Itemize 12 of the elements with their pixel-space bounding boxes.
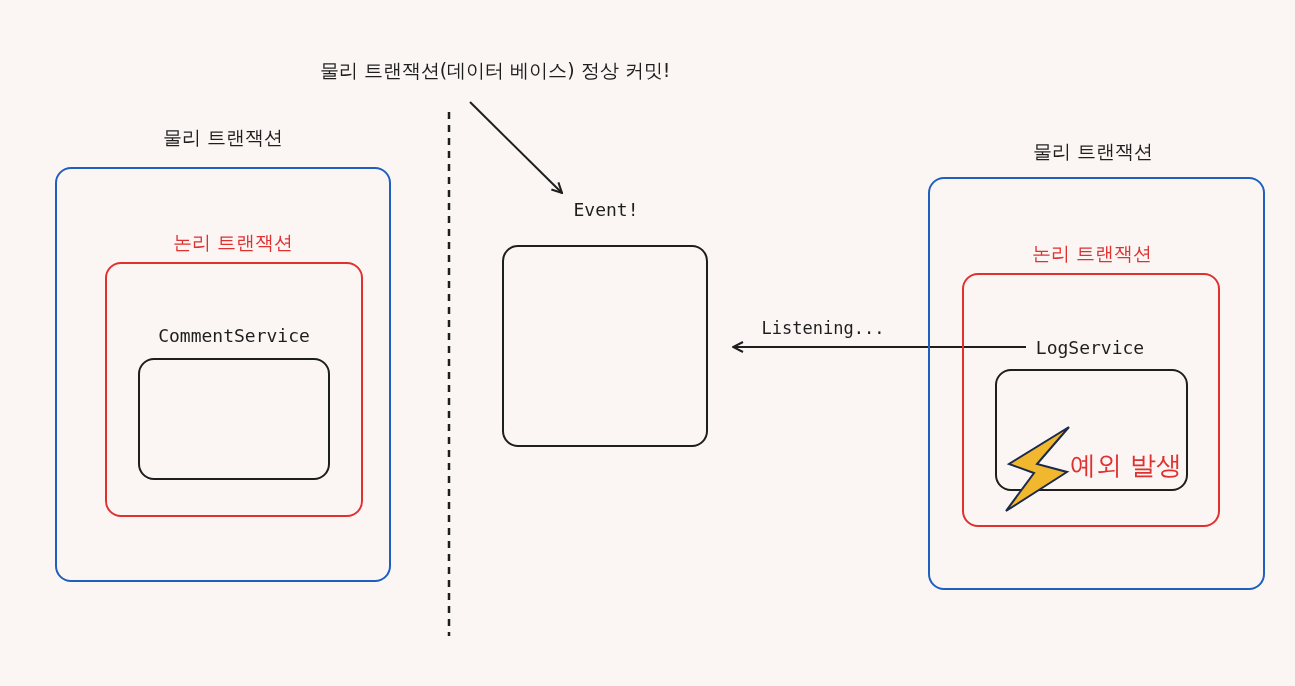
box-heading: 물리 트랜잭션 [1033, 139, 1153, 164]
service-label: LogService [1035, 337, 1145, 358]
arrow [469, 101, 563, 194]
note-text: 물리 트랜잭션(데이터 베이스) 정상 커밋! [319, 58, 671, 84]
edge-label: Listening... [761, 318, 885, 338]
error-text: 예외 발생 [1070, 449, 1183, 482]
arrow [732, 341, 1027, 353]
box-heading: 논리 트랜잭션 [173, 230, 293, 255]
box-heading: 논리 트랜잭션 [1032, 241, 1152, 266]
box-heading: 물리 트랜잭션 [163, 125, 283, 150]
service-label: Event! [573, 199, 639, 220]
service-label: CommentService [158, 325, 310, 346]
